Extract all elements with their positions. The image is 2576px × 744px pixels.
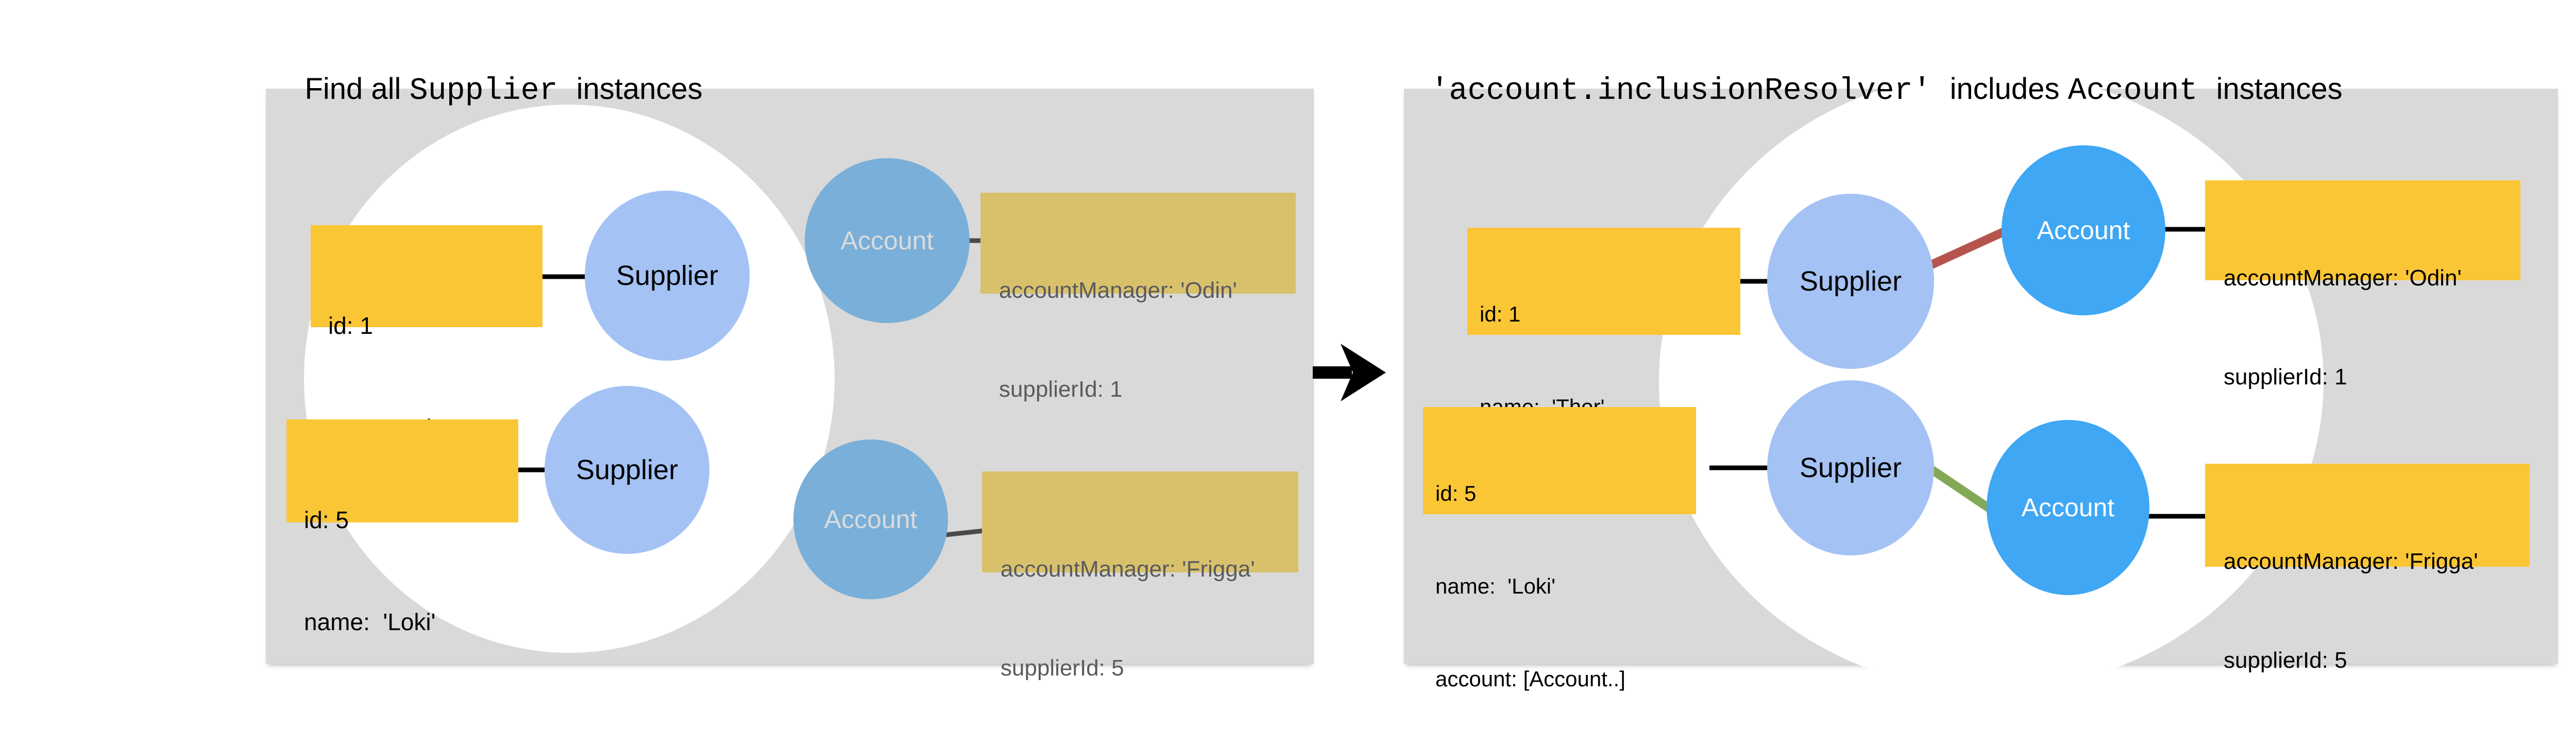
supplier-node-label: Supplier (1799, 452, 1902, 483)
supplier-node-label: Supplier (575, 454, 679, 485)
prop-line: name: 'Loki' (1435, 574, 1556, 598)
supplier-node: Supplier (1767, 380, 1934, 555)
prop-line: name: 'Loki' (304, 608, 436, 635)
account-node-label: Account (824, 505, 918, 534)
prop-line: accountManager: 'Frigga' (2224, 549, 2478, 574)
prop-line: supplierId: 1 (999, 377, 1123, 402)
supplier-node-label: Supplier (1799, 266, 1902, 297)
account-node-excluded: Account (793, 439, 948, 599)
account-props-box: accountManager: 'Odin' supplierId: 1 (2205, 180, 2520, 390)
supplier-props-box: id: 1 name: 'Thor' (311, 225, 543, 441)
prop-line: id: 1 (328, 312, 373, 339)
left-title-segment-sans: Find all (304, 72, 410, 106)
account-node-label: Account (2037, 216, 2130, 245)
supplier-props-box: id: 5 name: 'Loki' account: [Account..] (1423, 407, 1696, 691)
right-title-segment-mono: 'account.inclusionResolver' (1430, 74, 1950, 109)
prop-line: supplierId: 1 (2224, 364, 2347, 390)
supplier-node: Supplier (585, 191, 750, 361)
account-node-included: Account (1987, 420, 2149, 595)
right-panel-title: 'account.inclusionResolver' includes Acc… (1397, 37, 2343, 143)
left-title-segment-sans: instances (576, 72, 703, 106)
account-props-box: accountManager: 'Frigga' supplierId: 5 (2205, 464, 2530, 673)
arrow-right-icon (1313, 344, 1386, 401)
prop-line: accountManager: 'Frigga' (1001, 556, 1255, 582)
account-node-label: Account (840, 226, 934, 255)
supplier-props-box: id: 1 name: 'Thor' account: [Account..] (1467, 228, 1740, 512)
right-title-segment-mono: Account (2067, 74, 2216, 109)
supplier-node-label: Supplier (616, 260, 719, 291)
left-title-segment-mono: Supplier (409, 74, 577, 109)
prop-line: account: [Account..] (1435, 667, 1625, 691)
account-node-label: Account (2021, 493, 2115, 522)
account-node-included: Account (2002, 145, 2165, 315)
prop-line: accountManager: 'Odin' (2224, 265, 2462, 291)
prop-line: accountManager: 'Odin' (999, 278, 1237, 303)
prop-line: id: 5 (1435, 481, 1477, 505)
supplier-props-box: id: 5 name: 'Loki' (286, 419, 518, 635)
prop-line: supplierId: 5 (1001, 655, 1124, 681)
right-title-segment-sans: instances (2216, 72, 2343, 106)
relation-line-red (1927, 225, 2012, 270)
supplier-node: Supplier (1767, 194, 1934, 369)
account-node-excluded: Account (805, 158, 970, 323)
prop-line: supplierId: 5 (2224, 648, 2347, 673)
account-props-box: accountManager: 'Frigga' supplierId: 5 (982, 471, 1298, 681)
prop-line: id: 5 (304, 506, 349, 533)
prop-line: id: 1 (1480, 302, 1521, 326)
right-title-segment-sans: includes (1950, 72, 2068, 106)
supplier-node: Supplier (545, 386, 709, 554)
connector-account-frigga (945, 528, 985, 537)
left-panel-title: Find all Supplier instances (272, 37, 703, 143)
account-props-box: accountManager: 'Odin' supplierId: 1 (980, 193, 1296, 402)
